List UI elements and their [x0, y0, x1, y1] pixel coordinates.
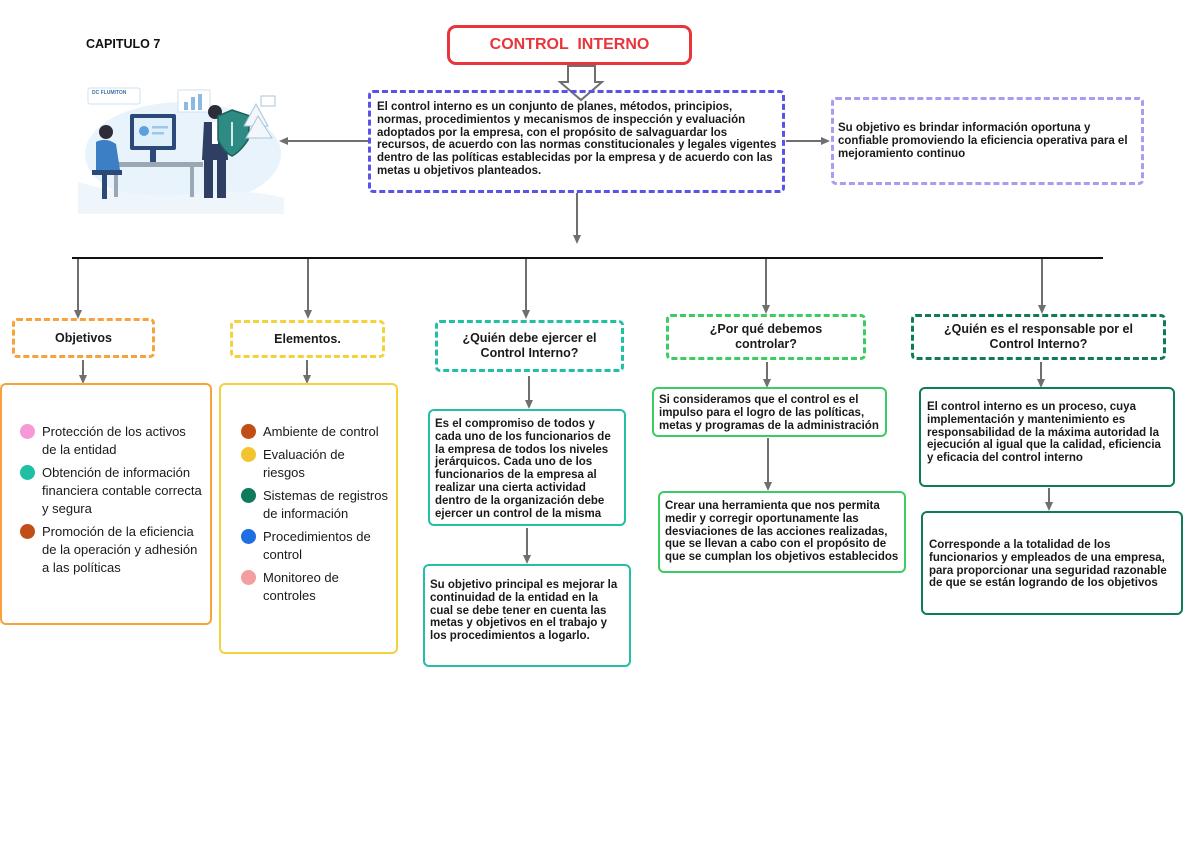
list-item: Obtención de información financiera cont…: [20, 464, 202, 518]
list-item: Ambiente de control: [241, 423, 390, 441]
chapter-label: CAPITULO 7: [86, 37, 161, 51]
main-title: CONTROL INTERNO: [489, 36, 650, 53]
main-title-box: CONTROL INTERNO: [447, 25, 692, 65]
responsable-text2: Corresponde a la totalidad de los funcio…: [929, 539, 1167, 590]
bullet-teal-dot: [20, 465, 35, 480]
list-item: Monitoreo de controles: [241, 569, 390, 605]
illustration-logo-text: DC FLUMITON: [92, 90, 127, 96]
list-item: Sistemas de registros de información: [241, 487, 390, 523]
objetivos-heading-box: Objetivos: [12, 318, 155, 358]
responsable-heading: ¿Quién es el responsable por el Control …: [944, 322, 1133, 351]
business-illustration: DC FLUMITON: [78, 82, 284, 214]
quien-ejerce-heading: ¿Quién debe ejercer el Control Interno?: [462, 331, 597, 360]
list-item: Procedimientos de control: [241, 528, 390, 564]
quien-ejerce-text2: Su objetivo principal es mejorar la cont…: [430, 579, 618, 643]
por-que-text2: Crear una herramienta que nos permita me…: [665, 500, 899, 564]
por-que-text1: Si consideramos que el control es el imp…: [659, 394, 879, 432]
responsable-text1: El control interno es un proceso, cuya i…: [927, 401, 1161, 465]
quien-ejerce-heading-box: ¿Quién debe ejercer el Control Interno?: [435, 320, 624, 372]
bullet-blue-dot: [241, 529, 256, 544]
responsable-box1: El control interno es un proceso, cuya i…: [919, 387, 1175, 487]
bullet-pink-dot: [20, 424, 35, 439]
definition-box: El control interno es un conjunto de pla…: [368, 90, 785, 193]
quien-ejerce-text1: Es el compromiso de todos y cada uno de …: [435, 418, 611, 520]
quien-ejerce-box1: Es el compromiso de todos y cada uno de …: [428, 409, 626, 526]
responsable-heading-box: ¿Quién es el responsable por el Control …: [911, 314, 1166, 360]
list-item: Promoción de la eficiencia de la operaci…: [20, 523, 202, 577]
bullet-rust-dot: [241, 424, 256, 439]
por-que-heading-box: ¿Por qué debemos controlar?: [666, 314, 866, 360]
bullet-yellow-dot: [241, 447, 256, 462]
por-que-box1: Si consideramos que el control es el imp…: [652, 387, 887, 437]
objetivos-list-box: Protección de los activos de la entidad …: [0, 383, 212, 625]
bullet-salmon-dot: [241, 570, 256, 585]
responsable-box2: Corresponde a la totalidad de los funcio…: [921, 511, 1183, 615]
elementos-list-box: Ambiente de control Evaluación de riesgo…: [219, 383, 398, 654]
purpose-box: Su objetivo es brindar información oport…: [831, 97, 1144, 185]
bullet-green-dot: [241, 488, 256, 503]
por-que-box2: Crear una herramienta que nos permita me…: [658, 491, 906, 573]
purpose-text: Su objetivo es brindar información oport…: [838, 122, 1128, 160]
objetivos-heading: Objetivos: [55, 330, 112, 345]
list-item: Evaluación de riesgos: [241, 446, 390, 482]
elementos-heading-box: Elementos.: [230, 320, 385, 358]
list-item: Protección de los activos de la entidad: [20, 423, 202, 459]
definition-text: El control interno es un conjunto de pla…: [377, 101, 777, 177]
elementos-heading: Elementos.: [274, 331, 341, 346]
quien-ejerce-box2: Su objetivo principal es mejorar la cont…: [423, 564, 631, 667]
por-que-heading: ¿Por qué debemos controlar?: [709, 322, 823, 351]
bullet-rust-dot: [20, 524, 35, 539]
office-scene-icon: [78, 87, 284, 214]
